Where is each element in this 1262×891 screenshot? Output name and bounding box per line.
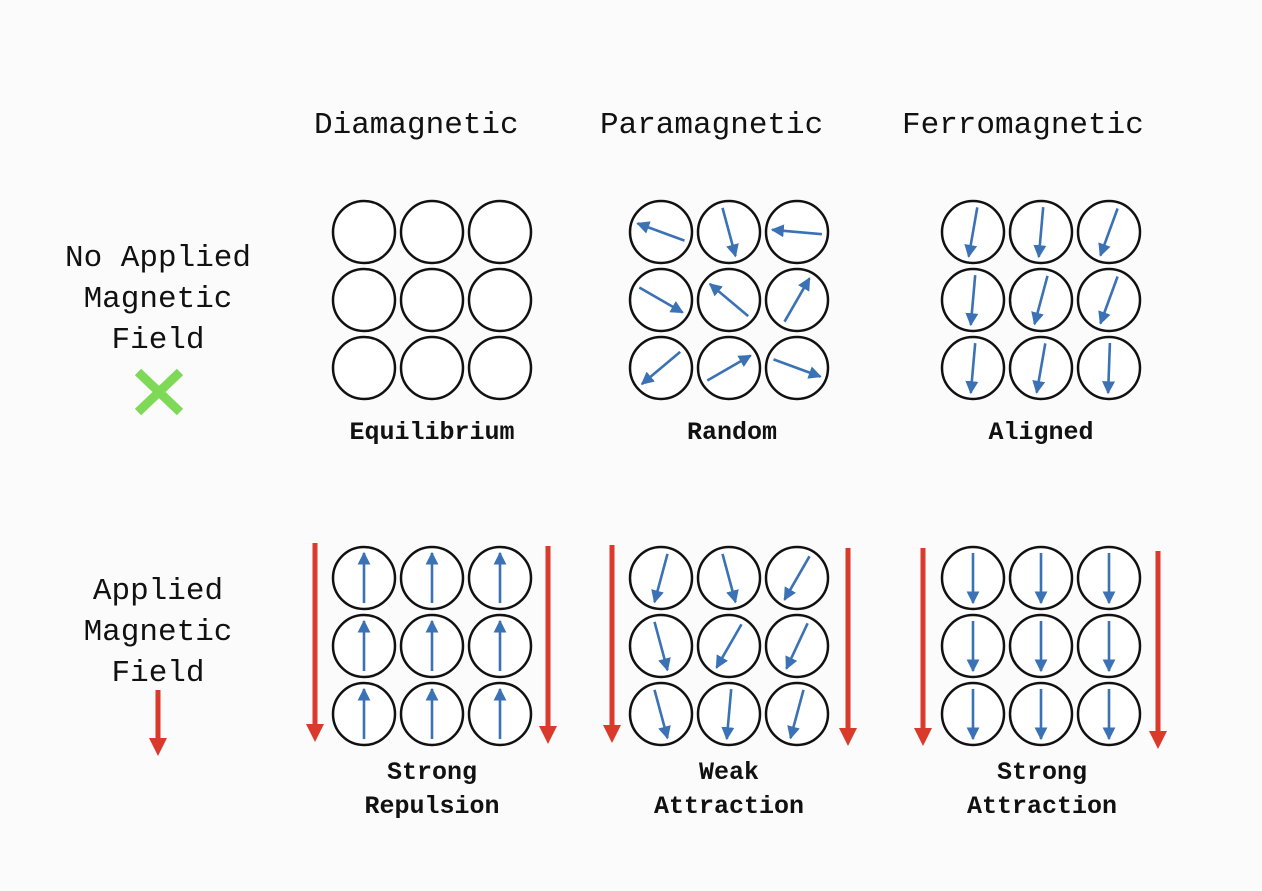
dipole-arrow [715, 623, 743, 669]
dipole-arrow [1098, 276, 1119, 325]
field-arrow [839, 548, 857, 746]
caption-aligned: Aligned [921, 416, 1161, 450]
dipole-arrow [787, 689, 805, 740]
dipole-arrow [1102, 342, 1116, 395]
field-arrow [539, 546, 557, 744]
field-arrow [306, 543, 324, 742]
dipole-arrow [773, 358, 822, 379]
column-title-paramagnetic: Paramagnetic [600, 108, 824, 143]
caption-strong-repulsion: Strong Repulsion [312, 756, 552, 824]
row-label-applied-field: Applied Magnetic Field [40, 571, 276, 694]
caption-line: Strong [386, 758, 477, 787]
dipole-arrow [964, 207, 979, 258]
cross-icon [134, 368, 184, 416]
caption-strong-attraction: Strong Attraction [922, 756, 1162, 824]
atom-circle [467, 267, 533, 333]
caption-line: Repulsion [364, 792, 500, 821]
dipole-arrow [708, 282, 750, 318]
row-label-line: Magnetic [83, 282, 233, 317]
row-label-line: Applied [92, 574, 224, 609]
field-arrow [914, 548, 932, 746]
dipole-arrow [653, 689, 671, 740]
caption-line: Attraction [966, 792, 1118, 821]
dipole-arrow [783, 277, 811, 323]
dipole-arrow [640, 350, 682, 386]
atom-circle [331, 335, 397, 401]
dipole-arrow [965, 342, 979, 395]
caption-line: Equilibrium [349, 418, 515, 447]
caption-line: Random [686, 418, 777, 447]
caption-equilibrium: Equilibrium [312, 416, 552, 450]
row-label-line: Field [111, 323, 205, 358]
dipole-arrow [770, 224, 823, 238]
column-title-ferromagnetic: Ferromagnetic [902, 108, 1144, 143]
atom-circle [467, 335, 533, 401]
row-label-line: Magnetic [83, 615, 233, 650]
caption-random: Random [612, 416, 852, 450]
dipole-arrow [783, 555, 811, 601]
row-label-line: No Applied [64, 241, 252, 276]
atom-grids [331, 199, 1142, 747]
caption-line: Weak [698, 758, 759, 787]
dipole-arrow [721, 553, 739, 604]
dipole-arrow [653, 621, 671, 672]
dipole-arrow [636, 221, 685, 242]
dipole-arrow [1032, 343, 1047, 394]
dipole-arrow [1033, 206, 1047, 259]
row-label-line: Field [111, 656, 205, 691]
dipole-arrow [638, 286, 684, 314]
caption-line: Attraction [653, 792, 805, 821]
caption-weak-attraction: Weak Attraction [609, 756, 849, 824]
dipole-arrow [706, 354, 752, 382]
atom-circle [399, 335, 465, 401]
dipole-arrow [721, 207, 739, 258]
caption-line: Strong [996, 758, 1087, 787]
dipole-arrow [1031, 275, 1049, 326]
atom-circle [467, 199, 533, 265]
field-arrow [603, 545, 621, 743]
dipole-arrow [721, 688, 735, 741]
down-arrow-icon [149, 690, 167, 756]
field-arrow [1149, 551, 1167, 749]
atom-circle [399, 267, 465, 333]
caption-line: Aligned [988, 418, 1094, 447]
column-title-diamagnetic: Diamagnetic [314, 108, 519, 143]
dipole-arrow [965, 274, 979, 327]
atom-circle [399, 199, 465, 265]
atom-circle [331, 267, 397, 333]
row-label-no-field: No Applied Magnetic Field [40, 238, 276, 361]
dipole-arrow [785, 622, 809, 670]
dipole-arrow [1098, 208, 1119, 257]
atom-circle [331, 199, 397, 265]
dipole-arrow [651, 553, 669, 604]
